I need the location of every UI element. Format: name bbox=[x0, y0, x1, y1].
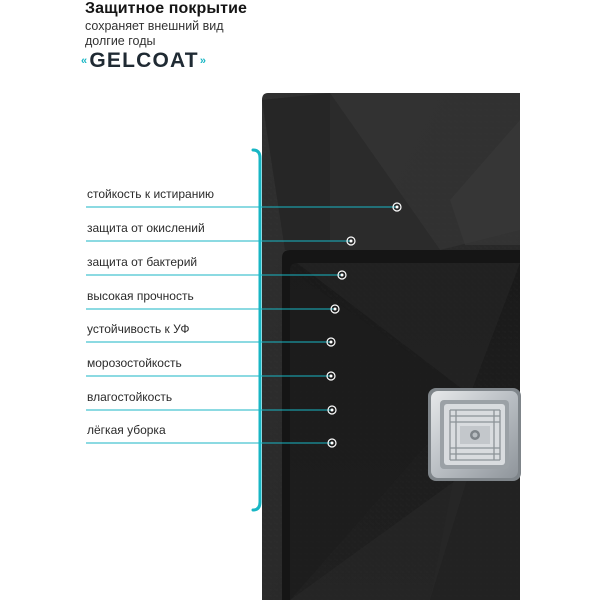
feature-label-uv: устойчивость к УФ bbox=[87, 322, 190, 336]
feature-pointers bbox=[86, 206, 397, 444]
feature-label-abrasion: стойкость к истиранию bbox=[87, 187, 215, 201]
feature-label-moisture: влагостойкость bbox=[87, 390, 173, 404]
brand-name: GELCOAT bbox=[89, 49, 199, 72]
marker-dot bbox=[392, 202, 402, 212]
marker-dot bbox=[346, 236, 356, 246]
subtitle-line-2: долгие годы bbox=[85, 34, 156, 48]
brand-close-quote: » bbox=[199, 55, 208, 67]
page-title: Защитное покрытие bbox=[85, 0, 248, 17]
marker-dot bbox=[327, 438, 337, 448]
subtitle-line-1: сохраняет внешний вид bbox=[85, 19, 224, 33]
marker-dot bbox=[330, 304, 340, 314]
square-drain bbox=[428, 388, 521, 481]
feature-label-bacteria: защита от бактерий bbox=[87, 255, 198, 269]
feature-label-oxidation: защита от окислений bbox=[87, 221, 205, 235]
marker-dot bbox=[327, 405, 337, 415]
marker-dot bbox=[326, 371, 336, 381]
brand-logo: «GELCOAT» bbox=[80, 49, 208, 73]
marker-dot bbox=[326, 337, 336, 347]
feature-label-frost: морозостойкость bbox=[87, 356, 182, 370]
marker-dot bbox=[337, 270, 347, 280]
brand-open-quote: « bbox=[81, 55, 89, 67]
feature-label-strength: высокая прочность bbox=[87, 289, 194, 303]
feature-markers bbox=[326, 202, 402, 448]
accent-bracket bbox=[251, 148, 262, 512]
feature-label-easy-clean: лёгкая уборка bbox=[87, 423, 166, 437]
sink-bowl bbox=[282, 250, 520, 600]
